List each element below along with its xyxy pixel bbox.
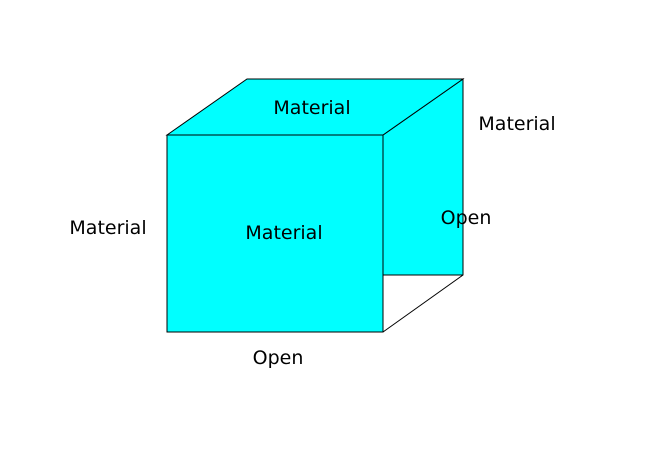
back-right-label: Material xyxy=(478,113,555,135)
top-face-label: Material xyxy=(273,97,350,119)
right-face-material-fill xyxy=(383,79,463,332)
left-side-label: Material xyxy=(69,217,146,239)
right-face-label: Open xyxy=(441,207,492,229)
bottom-face-label: Open xyxy=(253,347,304,369)
front-face xyxy=(166,134,384,333)
front-face-label: Material xyxy=(245,222,322,244)
